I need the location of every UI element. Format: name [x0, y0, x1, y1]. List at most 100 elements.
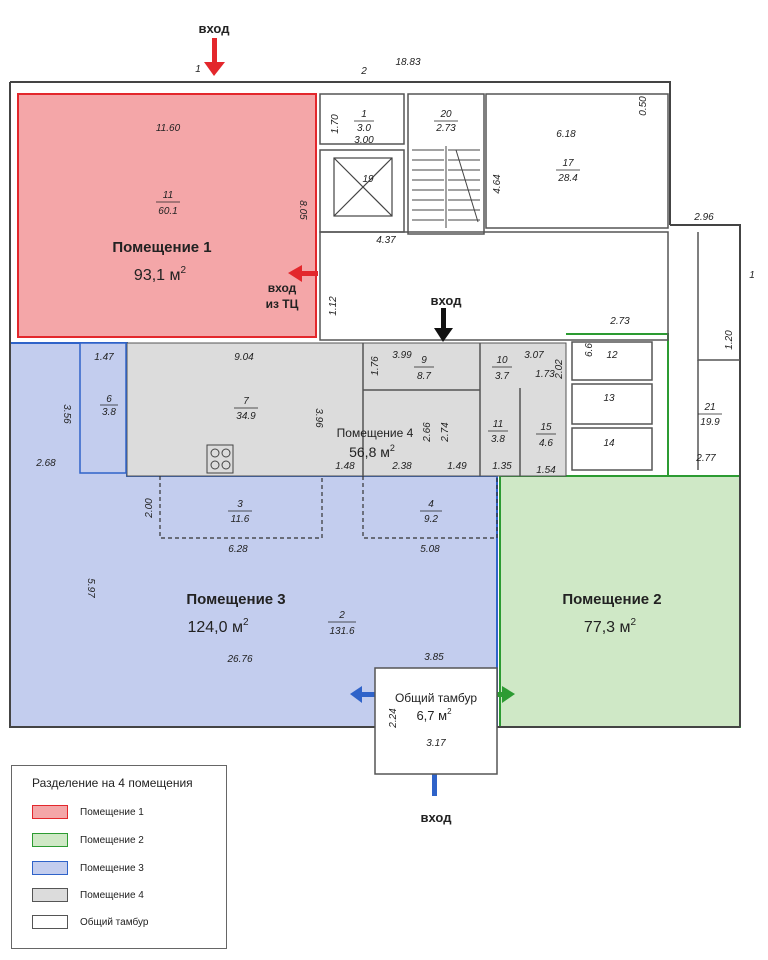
- stairs-icon: [412, 146, 480, 228]
- zone-room1-name: Помещение 1: [112, 239, 211, 256]
- mall-entrance-label-1: вход: [268, 281, 297, 295]
- legend-swatch-room4: [32, 888, 68, 902]
- dim-2-96: 2.96: [693, 212, 714, 223]
- dim-2-68: 2.68: [35, 458, 56, 469]
- legend-label-vestibule: Общий тамбур: [80, 916, 149, 928]
- room-12-num: 12: [606, 350, 618, 361]
- room-21-num: 21: [703, 402, 715, 413]
- room-6-num: 6: [106, 394, 112, 405]
- legend-item-vestibule: Общий тамбур: [32, 914, 148, 930]
- zone-room3-name: Помещение 3: [186, 591, 285, 608]
- elevator-icon: [333, 157, 393, 217]
- dashed-partitions: [159, 476, 498, 539]
- room-3-area: 11.6: [231, 514, 250, 525]
- dim-1-48: 1.48: [335, 461, 355, 472]
- entrance-label-bottom: вход: [421, 810, 453, 825]
- room-20-area: 2.73: [435, 123, 456, 134]
- dim-4-64: 4.64: [492, 174, 503, 194]
- mall-entrance-label-2: из ТЦ: [266, 297, 299, 311]
- room-1-area: 3.0: [357, 123, 371, 134]
- dim-1-20: 1.20: [724, 330, 735, 350]
- dim-3-85: 3.85: [424, 652, 444, 663]
- legend-label-room2: Помещение 2: [80, 834, 144, 846]
- dim-2-74: 2.74: [440, 422, 451, 443]
- room-2-area: 131.6: [329, 626, 354, 637]
- dim-1-47: 1.47: [94, 352, 114, 363]
- dim-2-66: 2.66: [422, 422, 433, 443]
- room-11-num: 11: [163, 190, 173, 201]
- dim-1-35: 1.35: [492, 461, 512, 472]
- legend-label-room4: Помещение 4: [80, 889, 144, 901]
- vestibule-name: Общий тамбур: [395, 691, 477, 705]
- room-10-num: 10: [496, 355, 508, 366]
- vestibule-area: 6,7 м2: [416, 707, 452, 723]
- legend-item-room2: Помещение 2: [32, 832, 144, 848]
- room-2-num: 2: [338, 610, 345, 621]
- dim-3-17: 3.17: [426, 738, 446, 749]
- zone-room3-area: 124,0 м2: [187, 617, 248, 636]
- room-3-num: 3: [237, 499, 243, 510]
- room-11-area: 60.1: [158, 206, 177, 217]
- zone-room4-cell-6: [79, 342, 127, 474]
- room-17-num: 17: [562, 158, 574, 169]
- room-6-area: 3.8: [102, 407, 116, 418]
- dim-1-12: 1.12: [328, 296, 339, 316]
- dim-3-07: 3.07: [524, 350, 544, 361]
- dim-1-73: 1.73: [535, 369, 555, 380]
- room-15-area: 4.6: [539, 438, 553, 449]
- marker-1-top: 1: [195, 64, 201, 75]
- dim-11-60: 11.60: [156, 123, 181, 134]
- mall-entrance-arrow: [288, 265, 318, 282]
- dim-5-08: 5.08: [420, 544, 440, 555]
- dim-18-83: 18.83: [395, 57, 420, 68]
- room-4-num: 4: [428, 499, 434, 510]
- marker-2-top: 2: [360, 66, 367, 77]
- legend-swatch-room2: [32, 833, 68, 847]
- dim-1-76: 1.76: [370, 356, 381, 376]
- stove-icon: [206, 444, 234, 474]
- entrance-label-center: вход: [431, 293, 463, 308]
- room-4-area: 9.2: [424, 514, 438, 525]
- room-19-num: 19: [362, 174, 374, 185]
- dim-2-00: 2.00: [144, 498, 155, 519]
- dim-2-38: 2.38: [391, 461, 412, 472]
- zone-room1-area: 93,1 м2: [134, 265, 187, 284]
- room-17-area: 28.4: [557, 173, 578, 184]
- vestibule-arrow-left: [350, 686, 376, 703]
- room-13-num: 13: [603, 393, 615, 404]
- dim-3-56: 3.56: [61, 404, 72, 424]
- room-10-area: 3.7: [495, 371, 509, 382]
- legend-title: Разделение на 4 помещения: [32, 776, 193, 790]
- room-15-num: 15: [540, 422, 552, 433]
- room-7-num: 7: [243, 396, 249, 407]
- zone-room4-area: 56,8 м2: [349, 443, 395, 460]
- dim-4-37: 4.37: [376, 235, 396, 246]
- dim-6-6: 6.6: [584, 343, 595, 357]
- dim-9-04: 9.04: [234, 352, 254, 363]
- zone-room1-fill: [17, 93, 317, 338]
- zone-room2-area: 77,3 м2: [584, 617, 637, 636]
- legend: Разделение на 4 помещения Помещение 1 По…: [11, 765, 227, 949]
- legend-item-room3: Помещение 3: [32, 860, 144, 876]
- entrance-label-top: вход: [199, 21, 231, 36]
- zone-room4-fill: [126, 342, 567, 477]
- dim-2-24: 2.24: [388, 708, 399, 729]
- room-14-num: 14: [603, 438, 615, 449]
- zone-room2-upper-outline: [566, 333, 669, 477]
- room-20-num: 20: [439, 109, 452, 120]
- vestibule: [374, 667, 498, 775]
- zone-room4-name: Помещение 4: [337, 426, 414, 440]
- dim-1-49: 1.49: [447, 461, 467, 472]
- dim-3-00: 3.00: [354, 135, 374, 146]
- dim-5-97: 5.97: [85, 578, 96, 598]
- room-11b-num: 11: [493, 419, 503, 430]
- legend-item-room1: Помещение 1: [32, 804, 144, 820]
- dim-6-18: 6.18: [556, 129, 576, 140]
- room-21-area: 19.9: [700, 417, 720, 428]
- entrance-arrow-top: [204, 38, 225, 76]
- room-9-area: 8.7: [417, 371, 431, 382]
- dim-0-50: 0.50: [638, 96, 649, 116]
- dim-1-54: 1.54: [536, 465, 556, 476]
- zone-room2-name: Помещение 2: [562, 591, 661, 608]
